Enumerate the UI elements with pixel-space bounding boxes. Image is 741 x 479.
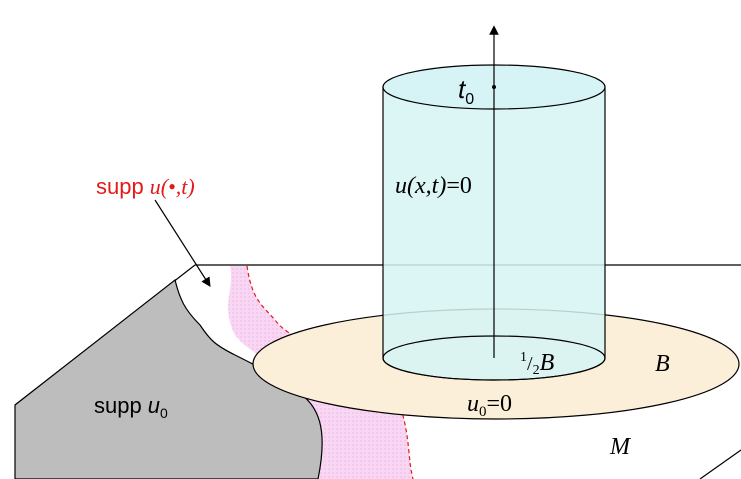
half-ball-label: 1/2B <box>520 350 555 378</box>
t0-label: t0 <box>458 74 474 108</box>
u0-eq-label: u0=0 <box>467 391 512 420</box>
plane-m-label: M <box>609 434 632 460</box>
t0-point <box>492 85 496 89</box>
ball-b-label: B <box>655 351 670 377</box>
u-xt-label: u(x,t)=0 <box>395 173 472 199</box>
supp-u0-region <box>14 278 323 479</box>
supp-u-t-pointer <box>154 199 211 288</box>
